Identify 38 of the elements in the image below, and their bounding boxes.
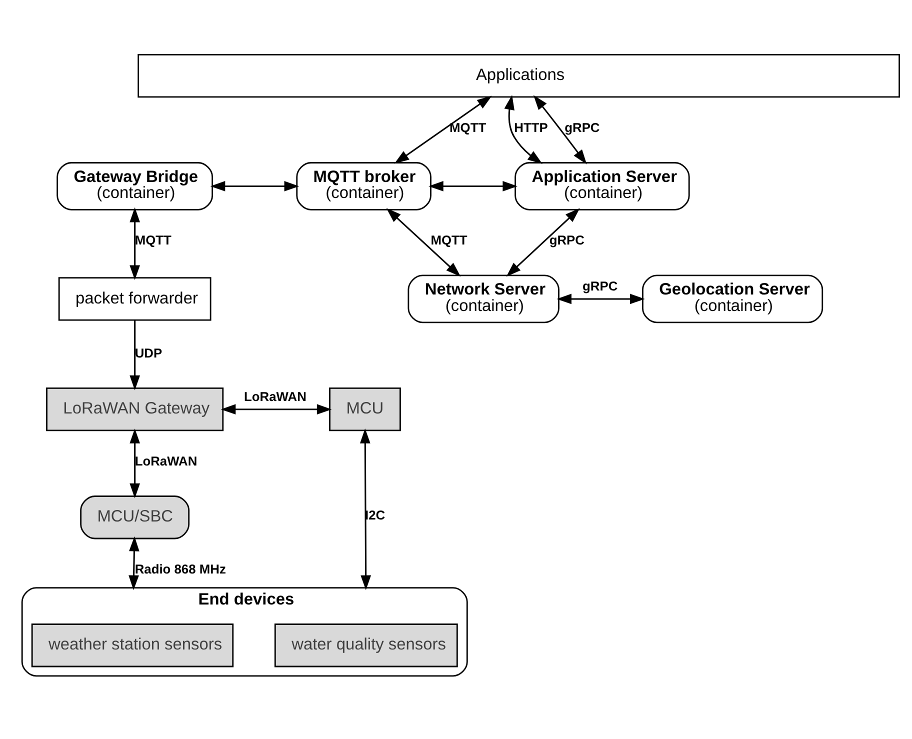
node-box: Network Server (container) — [408, 274, 560, 323]
node-box: Geolocation Server (container) — [642, 274, 824, 323]
arrow — [130, 320, 140, 390]
edge-label: MQTT — [450, 119, 486, 134]
node-box: Applications — [138, 54, 900, 98]
node-box: MCU/SBC — [80, 495, 190, 539]
edge-label: gRPC — [549, 232, 584, 248]
edge-label: UDP — [134, 344, 162, 360]
node-box: packet forwarder — [58, 276, 212, 320]
arrow — [220, 404, 332, 414]
arrow — [130, 428, 140, 498]
edge-label: HTTP — [514, 119, 548, 134]
arrow — [128, 536, 140, 590]
edge-label: gRPC — [564, 119, 600, 134]
edge-label: MQTT — [430, 232, 468, 248]
arrow — [360, 428, 371, 590]
node-box: Application Server (container) — [514, 162, 690, 210]
node-box: MQTT broker (container) — [296, 162, 432, 210]
edge-label: LoRaWAN — [244, 388, 306, 404]
edge-label: LoRaWAN — [134, 452, 198, 468]
node-box: water quality sensors — [274, 623, 458, 667]
edge-label: gRPC — [582, 278, 618, 293]
node-box: Gateway Bridge (container) — [56, 162, 214, 210]
edge-label: Radio 868 MHz — [134, 561, 226, 576]
arrow — [533, 94, 587, 164]
arrow — [210, 180, 300, 191]
edge-label: I2C — [364, 506, 386, 522]
arrow — [504, 94, 542, 164]
arrow — [130, 206, 140, 280]
node-box: weather station sensors — [31, 623, 234, 667]
arrow — [394, 95, 492, 164]
node-box: LoRaWAN Gateway — [46, 387, 224, 431]
arrow — [428, 180, 518, 191]
arrow — [556, 293, 645, 304]
arrow — [386, 208, 461, 276]
node-box: MCU — [329, 387, 401, 431]
edge-label: MQTT — [134, 232, 172, 248]
arrow — [506, 208, 580, 276]
